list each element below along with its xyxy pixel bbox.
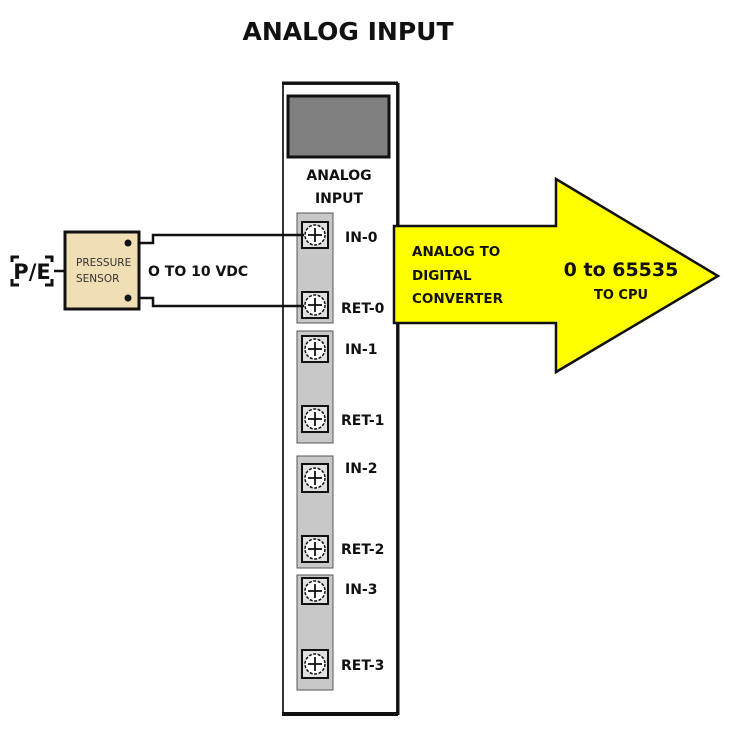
terminal-label-ret-1: RET-1	[341, 413, 384, 429]
module-display-window	[286, 94, 391, 159]
adc-arrow: ANALOG TO DIGITAL CONVERTER 0 to 65535 T…	[392, 176, 721, 375]
terminal-block-0: IN-0 RET-0	[296, 212, 385, 324]
terminal-label-ret-2: RET-2	[341, 542, 384, 558]
pressure-to-electric-symbol: P/E	[10, 255, 54, 287]
terminal-block-2: IN-2 RET-2	[296, 455, 384, 569]
terminal-label-ret-0: RET-0	[341, 301, 385, 317]
digital-range-label: 0 to 65535	[564, 259, 679, 281]
adc-label-line2: DIGITAL	[412, 268, 472, 284]
screw-terminal-in-0[interactable]	[301, 221, 329, 249]
sensor-label-line1: PRESSURE	[76, 257, 131, 269]
terminal-label-in-3: IN-3	[345, 582, 377, 598]
sensor-label-line2: SENSOR	[76, 273, 119, 285]
module-label-line2: INPUT	[315, 191, 364, 207]
terminal-label-in-1: IN-1	[345, 342, 377, 358]
pressure-sensor: PRESSURE SENSOR	[54, 230, 141, 311]
diagram-title: ANALOG INPUT	[242, 17, 453, 46]
terminal-block-1: IN-1 RET-1	[296, 330, 384, 444]
wire-signal-positive	[128, 233, 304, 245]
signal-wires: O TO 10 VDC	[128, 233, 304, 308]
sensor-terminal-dot	[124, 239, 132, 247]
to-cpu-label: TO CPU	[594, 288, 648, 303]
pe-bracket	[10, 255, 19, 262]
terminal-label-in-2: IN-2	[345, 461, 377, 477]
screw-terminal-ret-3[interactable]	[301, 649, 329, 679]
terminal-blocks: IN-0 RET-0 IN-1 RET-1	[296, 212, 385, 691]
signal-range-label: O TO 10 VDC	[148, 264, 248, 280]
adc-label-line1: ANALOG TO	[412, 244, 500, 260]
pe-bracket	[10, 279, 19, 287]
wire-signal-return	[128, 296, 304, 308]
terminal-label-ret-3: RET-3	[341, 658, 384, 674]
screw-terminal-in-2[interactable]	[301, 463, 329, 493]
sensor-terminal-dot	[124, 294, 132, 302]
screw-terminal-ret-0[interactable]	[301, 291, 329, 319]
module-label-line1: ANALOG	[306, 168, 371, 184]
terminal-label-in-0: IN-0	[345, 230, 378, 246]
pe-bracket	[45, 255, 54, 262]
screw-terminal-ret-2[interactable]	[301, 535, 329, 563]
adc-label-line3: CONVERTER	[412, 291, 504, 307]
screw-terminal-in-1[interactable]	[301, 335, 329, 363]
terminal-block-3: IN-3 RET-3	[296, 574, 384, 691]
pe-bracket	[45, 279, 54, 287]
screw-terminal-ret-1[interactable]	[301, 405, 329, 433]
pe-symbol-text: P/E	[13, 260, 50, 284]
screw-terminal-in-3[interactable]	[301, 577, 329, 605]
arrow-shape	[392, 176, 721, 375]
